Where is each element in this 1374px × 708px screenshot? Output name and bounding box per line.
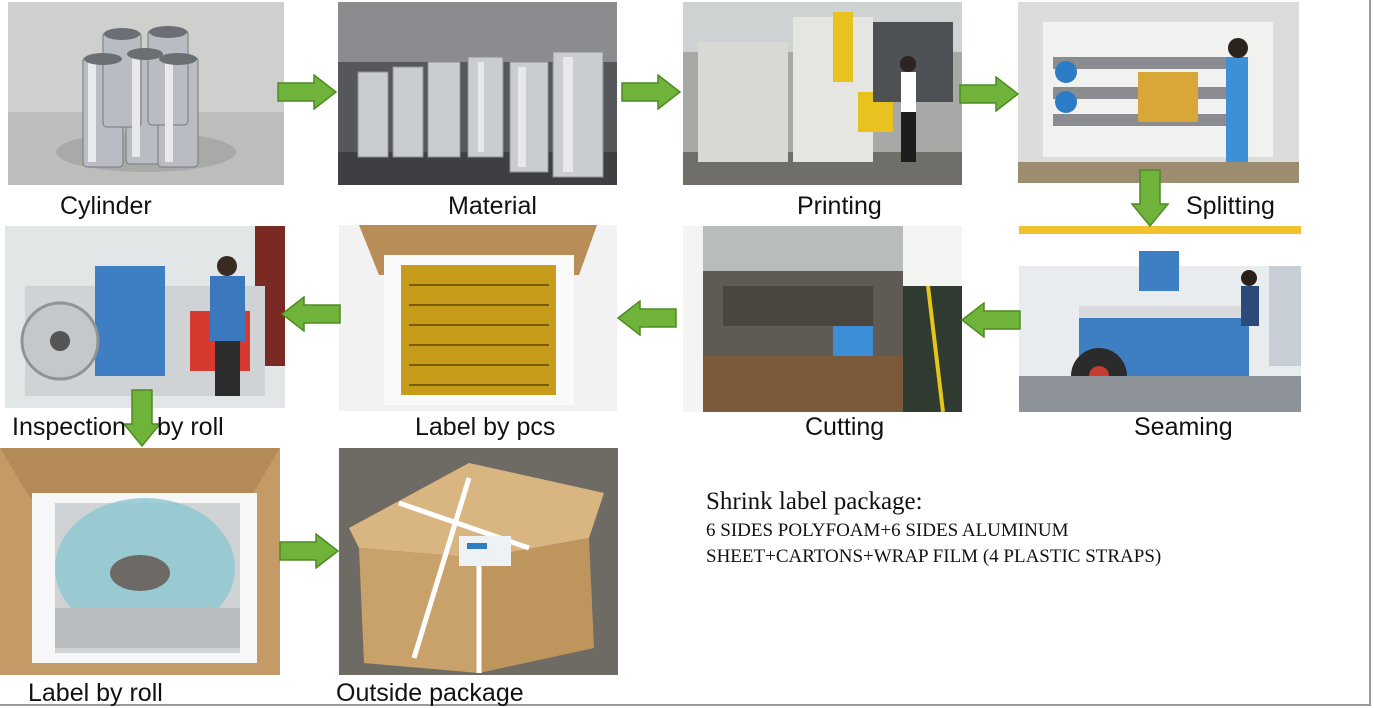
arrow-left-icon [960, 302, 1021, 338]
splitting-photo [1018, 2, 1299, 183]
arrow-down-icon [122, 389, 162, 448]
cylinder-photo [8, 2, 284, 185]
step-label-printing: Printing [797, 192, 882, 220]
arrow-left-icon [280, 296, 341, 332]
outside-package-photo [339, 448, 618, 675]
arrow-right-icon [959, 76, 1020, 112]
package-note-line2: SHEET+CARTONS+WRAP FILM (4 PLASTIC STRAP… [706, 546, 1162, 567]
step-label-inspection-suffix: by roll [157, 413, 224, 441]
step-label-cutting: Cutting [805, 413, 885, 441]
step-label-label-by-pcs: Label by pcs [415, 413, 556, 441]
step-label-seaming: Seaming [1134, 413, 1233, 441]
step-label-label-by-roll: Label by roll [28, 679, 163, 707]
step-label-outside-package: Outside package [336, 679, 524, 707]
label-by-roll-photo [0, 448, 280, 675]
arrow-right-icon [277, 74, 338, 110]
arrow-right-icon [279, 533, 340, 569]
package-note: Shrink label package: 6 SIDES POLYFOAM+6… [706, 486, 1161, 570]
printing-photo [683, 2, 962, 185]
arrow-down-icon [1130, 169, 1170, 228]
arrow-right-icon [621, 74, 682, 110]
inspection-photo [5, 226, 285, 408]
package-note-line1: 6 SIDES POLYFOAM+6 SIDES ALUMINUM [706, 520, 1069, 541]
seaming-photo [1019, 226, 1301, 412]
step-label-material: Material [448, 192, 537, 220]
arrow-left-icon [616, 300, 677, 336]
step-label-inspection: Inspection [12, 413, 126, 441]
cutting-photo [683, 226, 962, 412]
step-label-cylinder: Cylinder [60, 192, 152, 220]
step-label-splitting: Splitting [1186, 192, 1275, 220]
material-photo [338, 2, 617, 185]
label-by-pcs-photo [339, 225, 617, 411]
package-note-title: Shrink label package: [706, 488, 923, 515]
